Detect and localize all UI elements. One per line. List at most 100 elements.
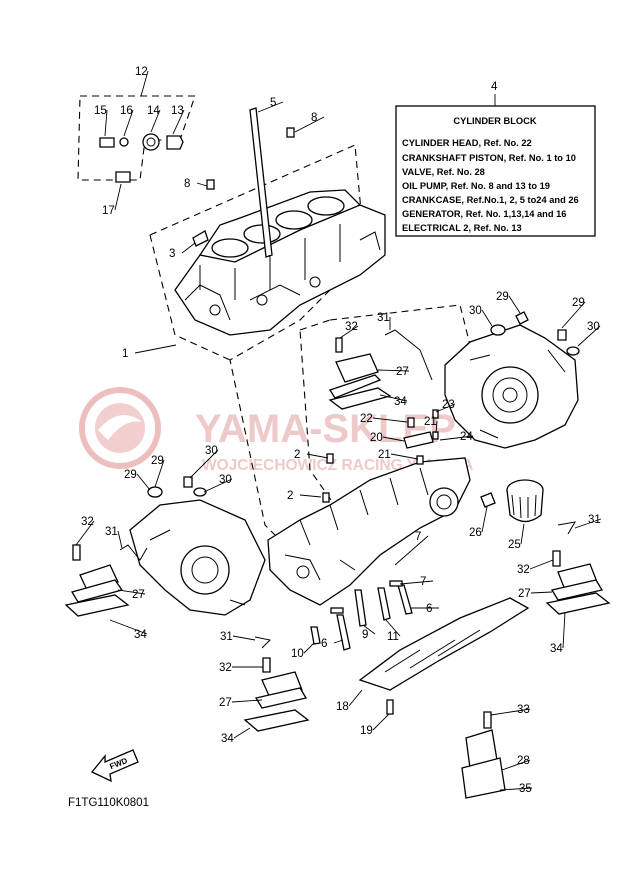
callout-number: 31 [105,526,118,538]
callout-number: 25 [508,539,521,551]
callout-leader [339,325,359,339]
watermark: YAMA-SKLEP WOJCIECHOWICZ RACING YAMAHA [79,387,473,474]
callout-leader [123,109,134,137]
callout-leader [435,403,456,413]
callout-leader [104,109,108,137]
info-box-title: CYLINDER BLOCK [453,116,536,126]
callout-number: 34 [134,629,147,641]
callout-leader [333,639,344,644]
generator-cover [444,311,580,449]
callout-leader [154,459,165,488]
callout-leader [134,344,177,354]
callout-number: 21 [424,416,437,428]
callout-leader [379,394,408,402]
callout-leader [377,369,410,372]
callout-number: 28 [517,755,530,767]
info-box: CYLINDER BLOCK CYLINDER HEAD, Ref. No. 2… [395,94,596,237]
callout-number: 32 [81,516,94,528]
callout-number: 7 [415,531,421,543]
callout-leader [530,591,553,594]
callout-number: 30 [469,305,482,317]
callout-leader [150,109,161,133]
callout-number: 19 [360,725,373,737]
info-box-line: CRANKCASE, Ref.No.1, 2, 5 to24 and 26 [402,195,579,205]
callout-number: 29 [496,291,509,303]
callout-number: 27 [396,366,409,378]
callout-number: 31 [220,631,233,643]
callout-number: 11 [387,631,399,643]
callout-leader [109,619,148,635]
callout-number: 17 [102,205,115,217]
callout-leader [481,506,488,533]
callout-leader [562,611,566,649]
callout-leader [490,708,531,716]
callout-number: 27 [132,589,145,601]
callout-leader [189,449,219,479]
callout-number: 3 [169,248,175,260]
callout-number: 33 [517,704,530,716]
callout-leader [439,435,474,441]
callout-leader [257,101,284,113]
valve-assembly [461,711,506,799]
callout-number: 32 [219,662,232,674]
callout-number: 8 [184,178,190,190]
callout-leader [233,727,251,739]
callout-leader [203,478,233,493]
callout-number: 22 [360,413,373,425]
callout-number: 8 [311,112,317,124]
callout-number: 29 [151,455,164,467]
callout-leader [577,325,601,347]
callout-number: 9 [362,629,368,641]
diagram-code: F1TG110K0801 [68,797,149,809]
left-cover [129,476,266,616]
callout-number: 32 [345,321,358,333]
callout-number: 6 [321,638,327,650]
callout-number: 12 [135,66,148,78]
callout-leader [394,535,429,566]
callout-number: 27 [518,588,531,600]
callout-leader [520,523,525,545]
callout-leader [303,642,315,654]
callout-leader [231,699,263,703]
callout-leader [294,116,325,133]
callout-number: 6 [426,603,432,615]
callout-number: 34 [394,396,407,408]
callout-number: 30 [205,445,218,457]
callout-number: 10 [291,648,304,660]
callout-number: 31 [588,514,601,526]
info-box-line: ELECTRICAL 2, Ref. No. 13 [402,223,522,233]
info-box-line: VALVE, Ref. No. 28 [402,167,485,177]
callout-leader [499,787,533,791]
callout-leader [299,494,322,498]
callout-number: 27 [219,697,232,709]
callout-number: 29 [572,297,585,309]
crankcase-upper [267,453,544,651]
callout-number: 14 [147,105,160,117]
callout-leader [196,182,208,187]
oil-pan [358,597,530,715]
callout-leader [372,417,408,423]
callout-number: 30 [587,321,600,333]
callout-leader [385,619,401,637]
info-box-line: GENERATOR, Ref. No. 1,13,14 and 16 [402,209,566,219]
callout-number: 18 [336,701,349,713]
callout-leader [362,624,376,635]
callout-number: 30 [219,474,232,486]
callout-leader [114,183,122,211]
callout-leader [348,689,363,707]
callout-number: 7 [420,576,426,588]
callout-leader [306,453,329,459]
info-box-line: CYLINDER HEAD, Ref. No. 22 [402,138,532,148]
info-box-callout: 4 [491,81,498,93]
callout-leader [117,530,123,549]
callout-number: 34 [550,643,563,655]
callout-leader [435,420,438,434]
engine-mounts [64,337,611,732]
callout-number: 13 [171,105,184,117]
callout-number: 24 [460,431,473,443]
callout-number: 21 [378,449,391,461]
callout-leader [117,589,146,595]
callout-leader [372,713,390,731]
callout-number: 1 [122,348,128,360]
